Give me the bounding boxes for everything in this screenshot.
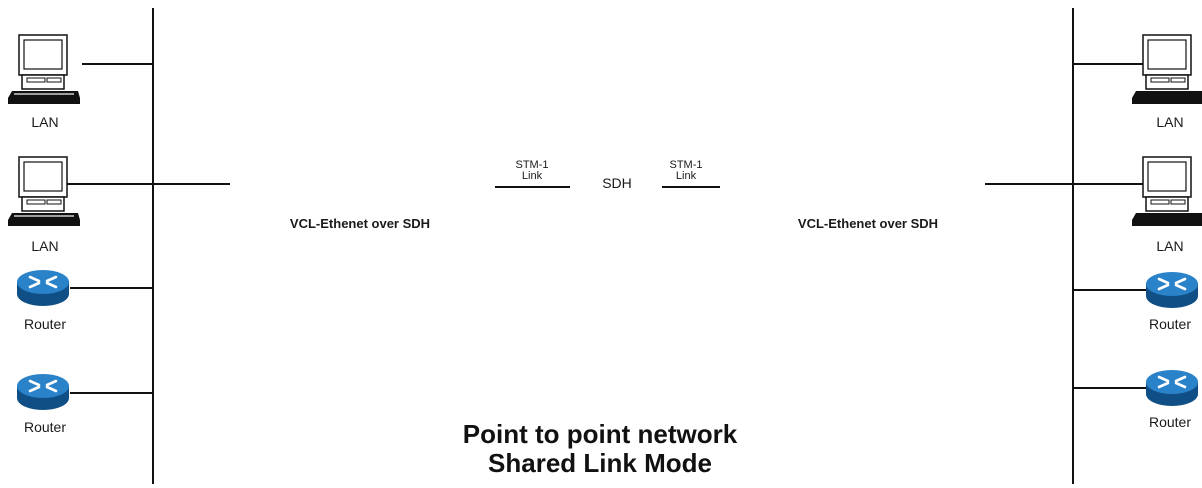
- title-line-2: Shared Link Mode: [488, 448, 712, 478]
- device-label: LAN: [1156, 238, 1184, 254]
- pc-icon: [8, 156, 82, 233]
- router-icon: [1144, 368, 1200, 415]
- stm1-link-left-line1: STM-1: [515, 159, 549, 171]
- equipment-label-right: VCL-Ethenet over SDH: [797, 216, 939, 231]
- router-icon: [15, 268, 71, 315]
- stm1-link-right-line2: Link: [675, 170, 697, 182]
- device-label: Router: [23, 419, 67, 435]
- stm1-link-left-line2: Link: [521, 170, 543, 182]
- diagram-title: Point to point network Shared Link Mode: [340, 420, 860, 478]
- device-label: Router: [1148, 414, 1192, 430]
- stm1-link-left-label: STM-1 Link: [502, 160, 562, 182]
- router-icon: [15, 372, 71, 419]
- equipment-label-left: VCL-Ethenet over SDH: [289, 216, 431, 231]
- device-label: LAN: [1156, 114, 1184, 130]
- title-line-1: Point to point network: [462, 419, 738, 449]
- router-icon: [1144, 270, 1200, 317]
- stm1-link-right-line1: STM-1: [669, 159, 703, 171]
- device-label: LAN: [31, 238, 59, 254]
- pc-icon: [8, 34, 82, 111]
- device-label: Router: [1148, 316, 1192, 332]
- pc-icon: [1132, 156, 1202, 233]
- device-label: LAN: [31, 114, 59, 130]
- pc-icon: [1132, 34, 1202, 111]
- sdh-network-label: SDH: [602, 175, 632, 191]
- stm1-link-right-label: STM-1 Link: [656, 160, 716, 182]
- device-label: Router: [23, 316, 67, 332]
